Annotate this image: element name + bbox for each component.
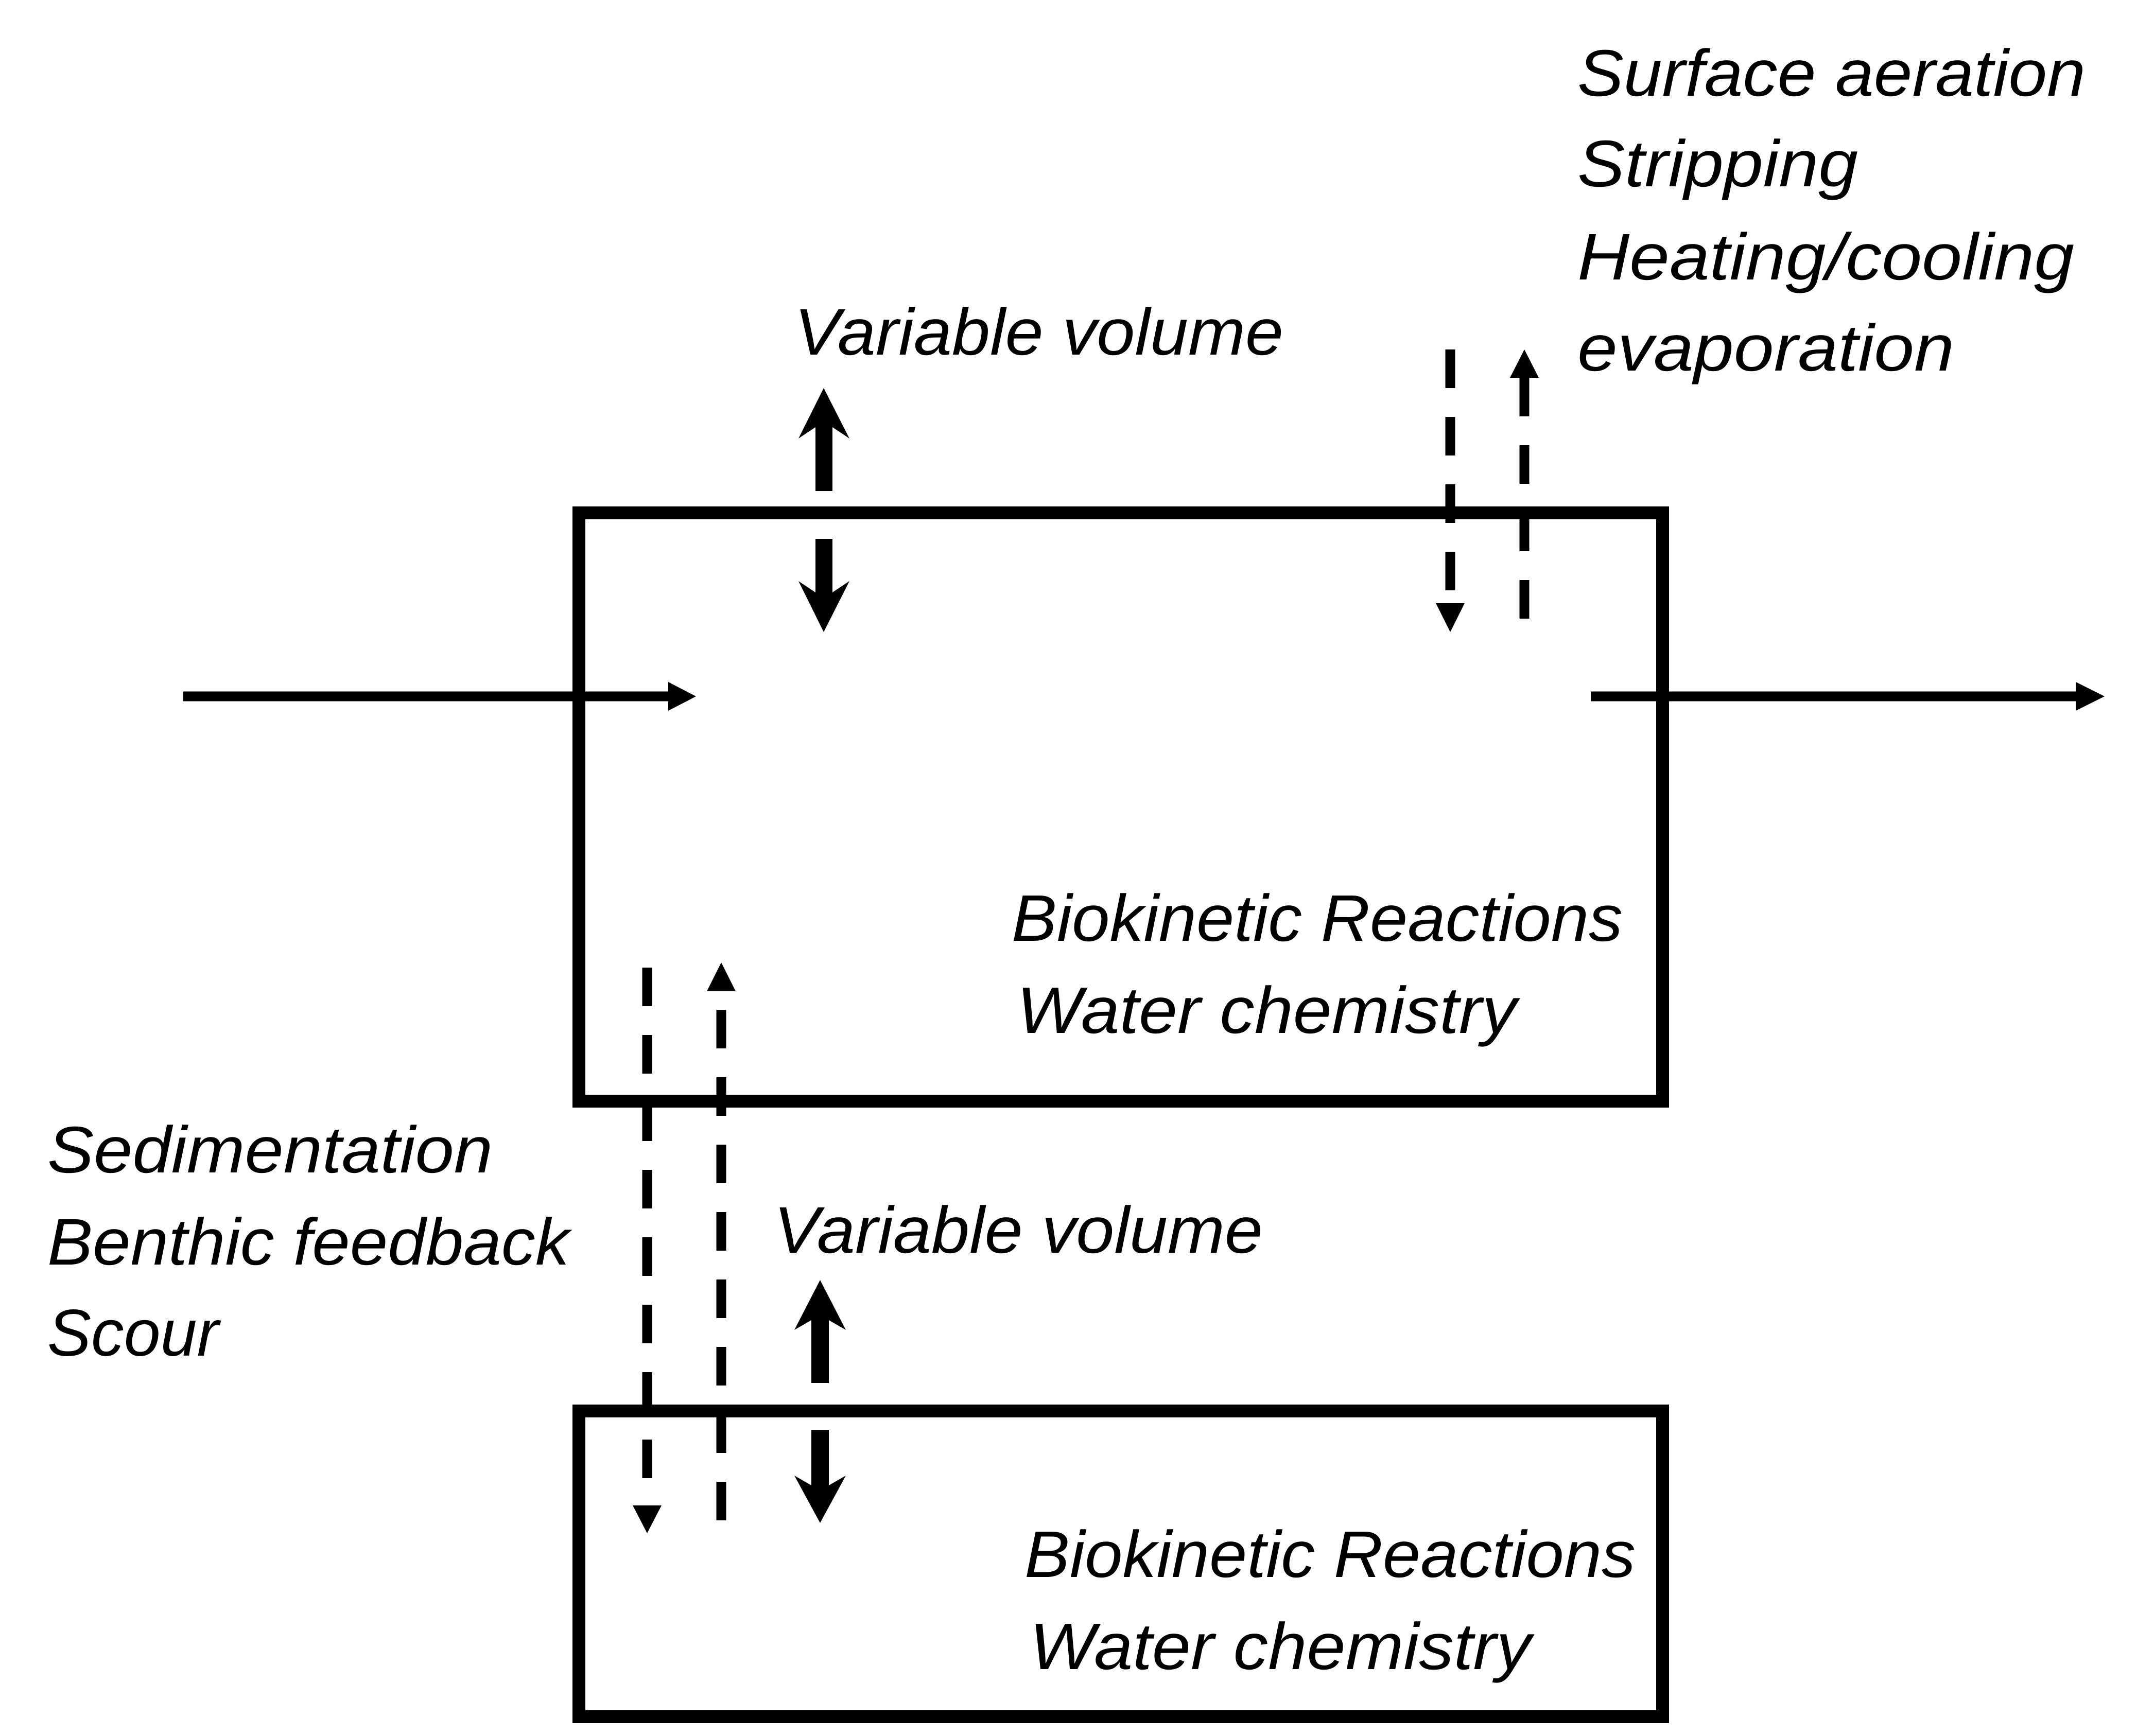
inflow-arrow: [183, 682, 696, 711]
sediment-volume-up-arrow: [794, 1280, 846, 1383]
surface-aeration-label: Surface aeration: [1577, 37, 2086, 110]
outflow-arrow: [1591, 682, 2105, 711]
sedimentation-label: Sedimentation: [47, 1113, 493, 1187]
sediment-volume-down-arrow: [794, 1430, 846, 1523]
water-volume-label: Variable volume: [794, 295, 1283, 369]
surface-exchange-down-arrow: [1436, 349, 1465, 632]
evaporation-label: evaporation: [1577, 311, 1954, 385]
benthic-feedback-label: Benthic feedback: [47, 1205, 572, 1279]
water-reactions-label: Biokinetic Reactions: [1012, 882, 1623, 955]
scour-label: Scour: [47, 1296, 221, 1370]
stripping-label: Stripping: [1577, 127, 1858, 201]
benthic-exchange-up-arrow: [707, 962, 736, 1521]
water-chemistry-label: Water chemistry: [1017, 974, 1520, 1047]
heating-cooling-label: Heating/cooling: [1577, 220, 2074, 294]
sediment-chemistry-label: Water chemistry: [1030, 1610, 1535, 1684]
water-volume-down-arrow: [798, 539, 849, 632]
surface-exchange-up-arrow: [1510, 349, 1539, 619]
water-volume-up-arrow: [798, 388, 849, 491]
sediment-layer-box: [572, 1405, 1669, 1723]
water-column-box: [572, 506, 1669, 1108]
benthic-exchange-down-arrow: [633, 968, 662, 1533]
sediment-volume-label: Variable volume: [774, 1194, 1263, 1267]
sediment-reactions-label: Biokinetic Reactions: [1024, 1518, 1636, 1591]
